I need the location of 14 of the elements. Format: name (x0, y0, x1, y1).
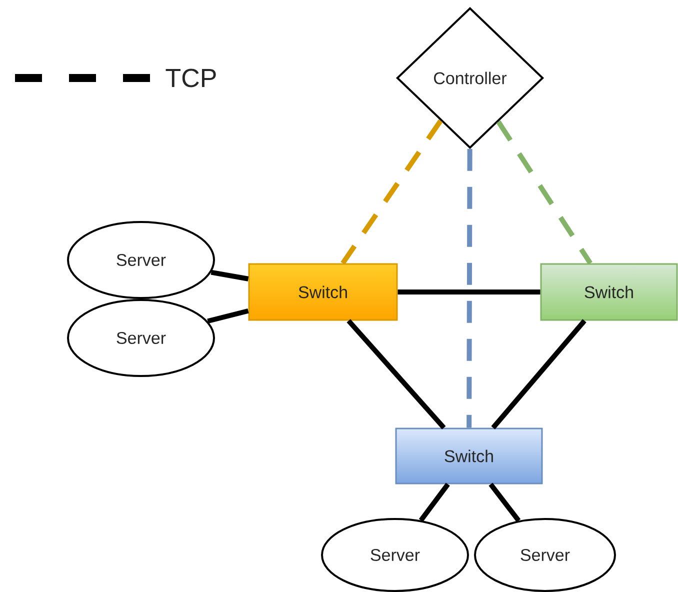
switch-box: Switch (540, 263, 678, 321)
switch-box: Switch (248, 263, 398, 321)
connector (207, 308, 249, 324)
connector (488, 482, 521, 522)
connector (398, 290, 540, 294)
switch-box: Switch (395, 428, 543, 484)
connector (346, 319, 446, 430)
dashed-connector (340, 119, 443, 265)
dashed-connector (466, 148, 472, 428)
connector (491, 319, 586, 430)
dashed-connector (496, 120, 592, 265)
legend-label: TCP (166, 68, 216, 88)
connector (210, 270, 249, 282)
connector (418, 482, 450, 522)
